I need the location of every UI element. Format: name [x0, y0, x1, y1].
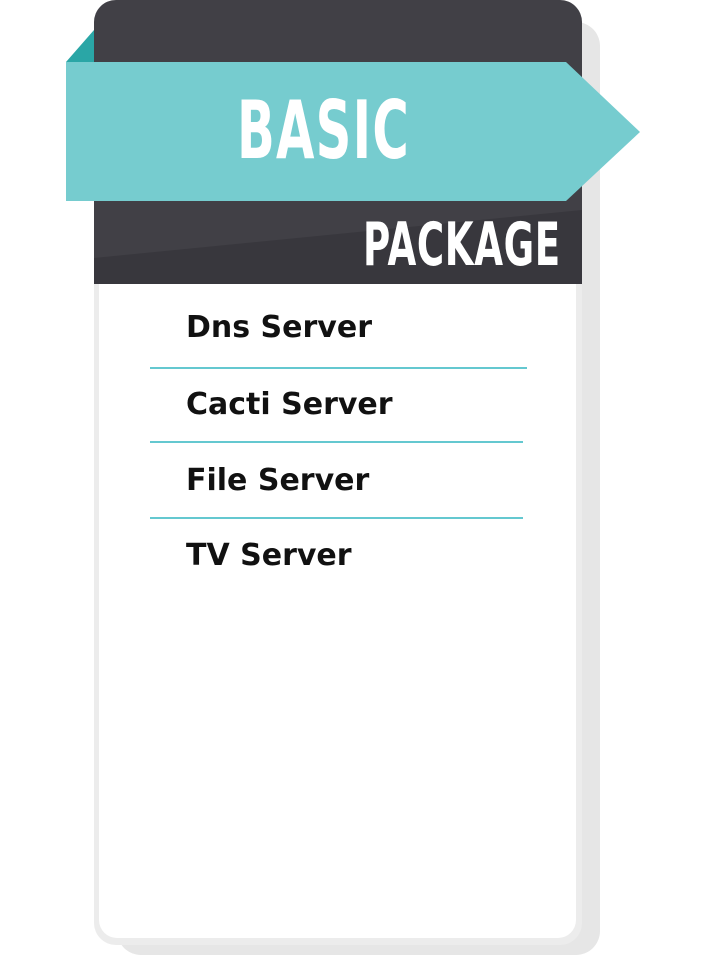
feature-item-cacti-server: Cacti Server	[186, 387, 393, 422]
feature-item-file-server: File Server	[186, 463, 370, 498]
card-body	[99, 284, 576, 938]
feature-divider	[150, 441, 523, 443]
ribbon-band	[66, 62, 640, 201]
feature-item-tv-server: TV Server	[186, 538, 352, 573]
feature-divider	[150, 367, 527, 369]
feature-item-dns-server: Dns Server	[186, 310, 373, 345]
package-subtitle: PACKAGE	[363, 210, 561, 280]
header-slant	[94, 210, 582, 284]
ribbon-fold	[66, 30, 94, 62]
package-title: BASIC	[237, 84, 410, 177]
ribbon-banner	[66, 30, 640, 284]
feature-divider	[150, 517, 523, 519]
